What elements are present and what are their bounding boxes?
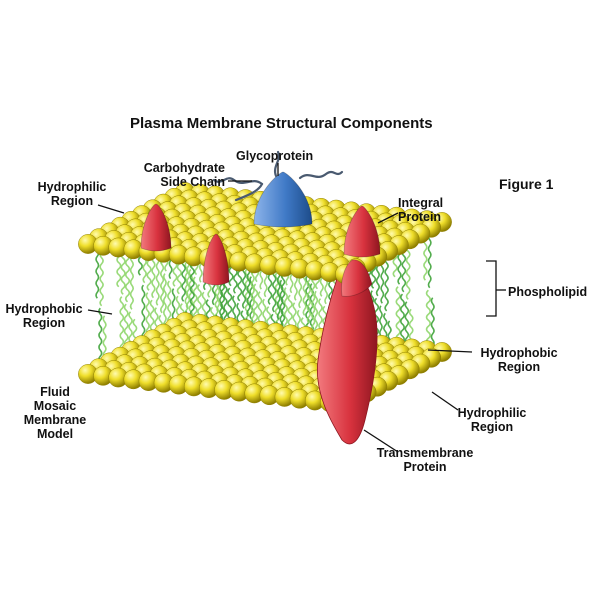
- integral-protein: [343, 205, 381, 258]
- carbohydrate-chain: [212, 177, 264, 186]
- tail-strand: [305, 275, 310, 331]
- tail-strand: [279, 279, 284, 335]
- figure-label: Figure 1: [499, 176, 554, 192]
- leader-integral-protein: [377, 212, 399, 224]
- label-transmembrane-protein: Transmembrane Protein: [376, 446, 474, 474]
- tail-strand: [405, 244, 411, 300]
- integral-protein: [202, 233, 230, 286]
- tail-strand: [129, 254, 134, 310]
- label-carbohydrate-side-chain: Carbohydrate Side Chain: [143, 161, 225, 189]
- carbohydrate-chain: [234, 182, 264, 202]
- leader-hydrophilic-bottom: [431, 391, 459, 411]
- tail-strand: [189, 261, 195, 318]
- tail-strand: [98, 307, 103, 363]
- tail-strand: [141, 284, 146, 340]
- label-hydrophobic-region-right: Hydrophobic Region: [480, 346, 558, 374]
- tail-strand: [311, 275, 316, 332]
- tail-strand: [163, 273, 167, 329]
- carbohydrate-chain: [274, 150, 280, 178]
- surface-proteins: [140, 150, 381, 297]
- integral-protein: [140, 203, 172, 252]
- leader-lines: [87, 163, 506, 453]
- leader-hydrophobic-right: [427, 349, 473, 353]
- leader-hydrophilic-top: [97, 204, 125, 214]
- transmembrane-protein-top: [341, 259, 373, 297]
- tail-strand: [400, 293, 405, 349]
- tail-strand: [384, 256, 389, 312]
- carbohydrate-chain: [298, 170, 344, 180]
- diagram-title: Plasma Membrane Structural Components: [130, 115, 433, 132]
- tail-strand: [425, 289, 431, 345]
- leader-hydrophobic-left: [87, 309, 113, 315]
- glycoprotein: [253, 171, 313, 228]
- label-phospholipid: Phospholipid: [508, 285, 588, 299]
- leader-transmembrane: [363, 429, 399, 453]
- tail-strand: [99, 251, 104, 307]
- tail-strand: [250, 268, 255, 324]
- label-hydrophilic-region-bottom: Hydrophilic Region: [457, 406, 527, 434]
- label-glycoprotein: Glycoprotein: [236, 149, 314, 163]
- lower-head-layer: [78, 312, 452, 414]
- label-fluid-mosaic-model: Fluid Mosaic Membrane Model: [23, 385, 87, 441]
- tail-strand: [188, 268, 194, 325]
- label-hydrophobic-region-left: Hydrophobic Region: [5, 302, 83, 330]
- tail-strand: [274, 272, 280, 328]
- tail-strand: [244, 268, 250, 324]
- tail-strand: [395, 286, 401, 342]
- tail-strand: [280, 272, 286, 328]
- phospholipid-bracket: [486, 260, 497, 317]
- label-integral-protein: Integral Protein: [398, 196, 444, 224]
- tail-strand: [427, 233, 432, 289]
- tail-strand: [119, 296, 125, 352]
- tail-strand: [160, 258, 165, 314]
- tail-strand: [430, 297, 435, 353]
- label-hydrophilic-region-top: Hydrophilic Region: [37, 180, 107, 208]
- tail-strand: [309, 283, 314, 339]
